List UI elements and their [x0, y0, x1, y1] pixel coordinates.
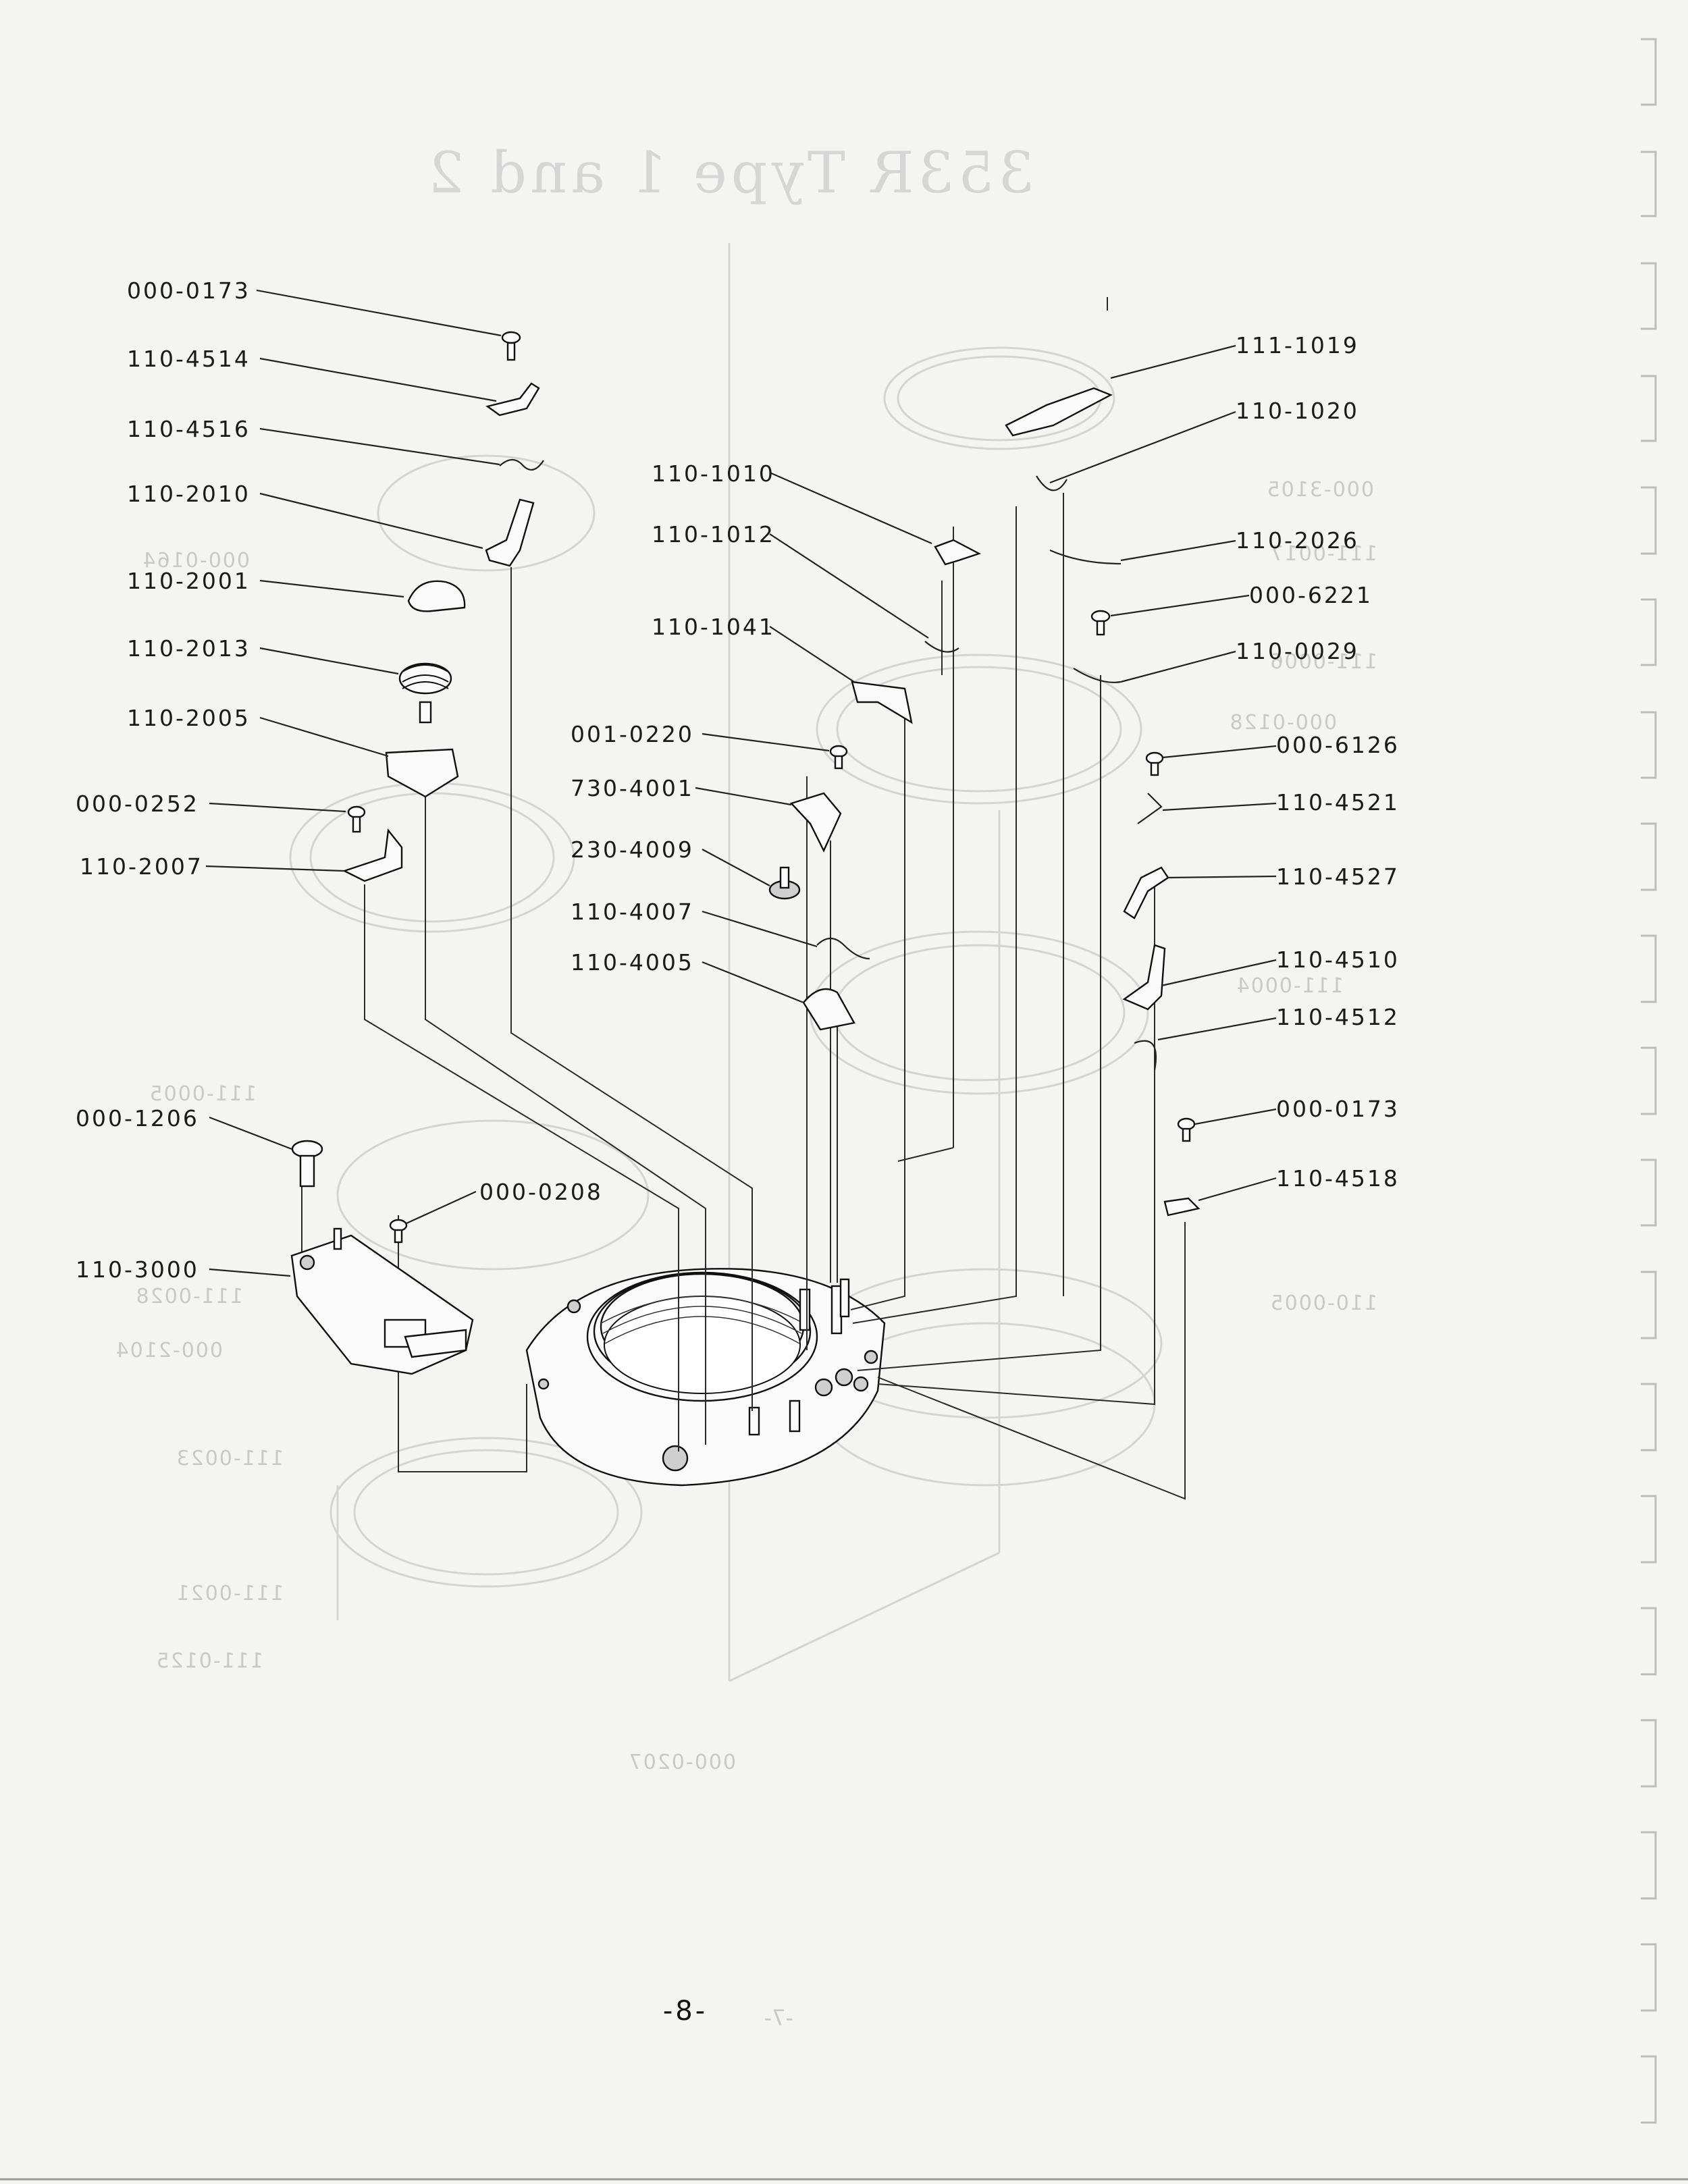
- part-label: 110-4518: [1276, 1165, 1400, 1192]
- spring-part: [924, 641, 959, 653]
- part-label: 110-4005: [571, 949, 694, 976]
- part-label: 230-4009: [571, 836, 694, 863]
- ghost-label: 111-0006: [1269, 650, 1377, 674]
- page-number: -8-: [663, 1996, 708, 2027]
- shoulder-screw-part: [291, 1140, 323, 1188]
- part-labels-left: 000-0173 110-4514 110-4516 110-2010 110-…: [76, 277, 250, 1283]
- screw-part: [501, 331, 521, 361]
- ghost-label: 111-0005: [149, 1082, 257, 1106]
- part-label: 110-2013: [127, 635, 250, 662]
- ghost-label: 000-0207: [628, 1751, 736, 1774]
- part-label: 000-6221: [1249, 582, 1373, 608]
- plate-part: [851, 681, 913, 724]
- spring-part: [816, 937, 870, 960]
- ghost-label: 111-0021: [176, 1582, 284, 1605]
- ghost-title: 353R Type 1 and 2: [424, 140, 1034, 206]
- part-labels-right: 111-1019 110-1020 110-2026 000-6221 110-…: [1236, 332, 1400, 1192]
- ghost-label: 111-0125: [155, 1649, 263, 1673]
- ghost-label: 111-0017: [1269, 542, 1377, 566]
- lever-part: [485, 498, 535, 567]
- part-label: 111-1019: [1236, 332, 1359, 358]
- part-label: 110-1041: [652, 614, 775, 640]
- screw-part: [347, 805, 366, 833]
- spring-part: [499, 458, 544, 471]
- part-label: 110-3000: [76, 1256, 199, 1283]
- ghost-label: 111-0004: [1236, 974, 1344, 998]
- part-label: 110-4007: [571, 899, 694, 925]
- ghost-label: 110-0005: [1269, 1291, 1377, 1315]
- bracket-part: [385, 748, 459, 798]
- ghost-label: 000-2104: [115, 1339, 223, 1362]
- assembly-connector-lines: [301, 297, 1186, 1500]
- part-label: 110-4521: [1276, 789, 1400, 816]
- part-label: 110-2010: [127, 481, 250, 507]
- lever-part: [789, 792, 842, 853]
- sector-part: [802, 988, 855, 1031]
- spring-part: [1137, 793, 1163, 824]
- screw-part: [1177, 1117, 1196, 1142]
- component-parts: [290, 331, 1201, 1375]
- part-label: 110-2005: [127, 705, 250, 731]
- part-label: 110-1012: [652, 521, 775, 548]
- part-label: 110-1010: [652, 460, 775, 487]
- bleed-through-drawing: 353R Type 1 and 2 110-0005 000-3105 111-…: [115, 140, 1377, 2031]
- part-label: 110-2007: [80, 853, 203, 880]
- part-label: 730-4001: [571, 775, 694, 801]
- part-label: 000-6126: [1276, 732, 1400, 758]
- coil-spring-part: [398, 662, 452, 724]
- part-labels-center: 110-1010 110-1012 110-1041 001-0220 730-…: [479, 460, 775, 1205]
- part-label: 000-0173: [1276, 1096, 1400, 1122]
- part-label: 110-4527: [1276, 863, 1400, 890]
- bar-part: [1005, 387, 1113, 437]
- part-label: 110-2026: [1236, 527, 1359, 554]
- screw-part: [1145, 751, 1164, 776]
- part-label: 110-4512: [1276, 1004, 1400, 1030]
- binder-tabs: [1641, 38, 1657, 2124]
- part-label: 000-1206: [76, 1105, 199, 1131]
- spring-part: [1073, 668, 1122, 683]
- lever-part: [1122, 944, 1166, 1011]
- part-label: 110-2001: [127, 568, 250, 594]
- spring-part: [1049, 549, 1122, 565]
- leader-lines: [205, 289, 1277, 1277]
- spring-part: [1036, 475, 1067, 491]
- cam-part: [407, 580, 466, 612]
- spring-part: [1134, 1040, 1157, 1071]
- screw-part: [389, 1219, 408, 1244]
- screw-part: [829, 745, 848, 770]
- lever-part: [485, 382, 540, 417]
- part-label: 110-4514: [127, 346, 250, 372]
- ghost-label: 111-0028: [135, 1285, 243, 1308]
- gear-part: [768, 866, 801, 900]
- part-label: 110-4516: [127, 416, 250, 442]
- ghost-label: 000-0164: [142, 549, 250, 572]
- part-label: 000-0252: [76, 791, 199, 817]
- cam-part: [1163, 1197, 1201, 1217]
- ghost-label: 111-0023: [176, 1447, 284, 1470]
- part-label: 110-4510: [1276, 947, 1400, 973]
- ghost-label: 000-3105: [1266, 478, 1374, 502]
- lever-part: [1123, 866, 1169, 920]
- part-label: 001-0220: [571, 721, 694, 747]
- lever-part: [934, 539, 982, 566]
- part-label: 000-0173: [127, 277, 250, 304]
- part-label: 110-0029: [1236, 638, 1359, 664]
- ghost-page-number: -7-: [764, 2005, 793, 2031]
- ghost-label: 000-0128: [1229, 711, 1337, 735]
- lever-part: [342, 828, 403, 882]
- screw-part: [1090, 610, 1111, 636]
- part-label: 110-1020: [1236, 398, 1359, 424]
- part-label: 000-0208: [479, 1179, 603, 1205]
- plate-assembly-part: [290, 1227, 474, 1375]
